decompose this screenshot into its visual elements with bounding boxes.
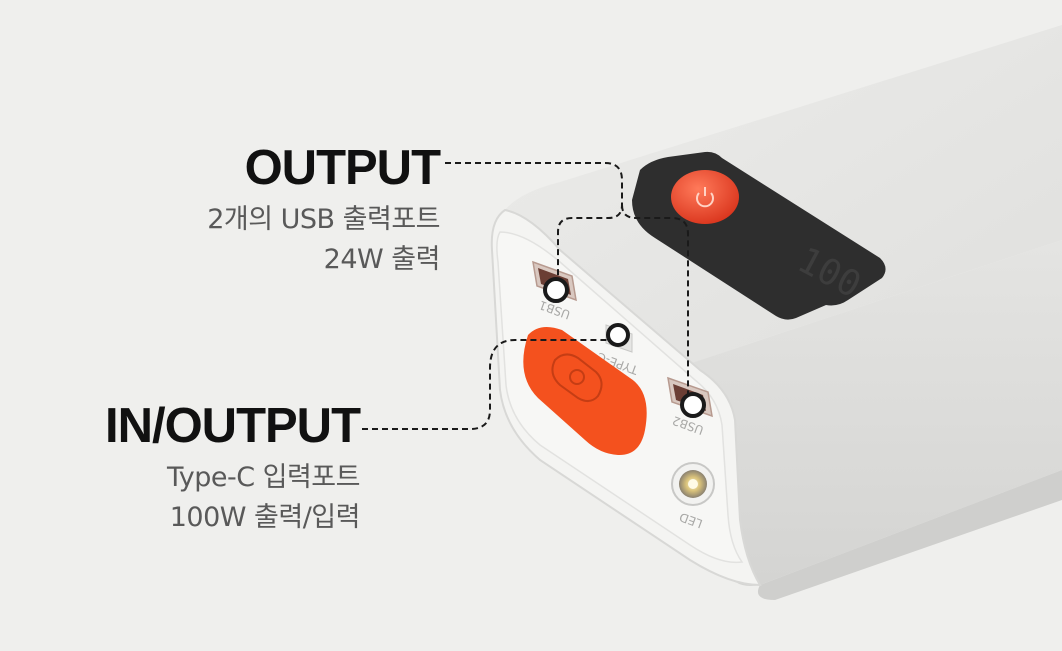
output-heading: OUTPUT [244, 141, 441, 195]
output-line-2: 24W 출력 [323, 244, 441, 275]
callout-inout-typec [362, 339, 612, 430]
power-button[interactable] [671, 170, 739, 224]
output-line-1: 2개의 USB 출력포트 [207, 204, 440, 235]
inout-line-1: Type-C 입력포트 [166, 462, 361, 493]
output-callout: OUTPUT 2개의 USB 출력포트 24W 출력 [120, 140, 441, 280]
port-cover[interactable] [523, 326, 647, 456]
callout-target-typec [606, 323, 630, 347]
power-icon [696, 187, 714, 208]
callout-output-usb1 [445, 162, 623, 288]
inout-callout: IN/OUTPUT Type-C 입력포트 100W 출력/입력 [60, 398, 361, 538]
device-side-surface [640, 240, 1062, 586]
callout-target-usb2 [680, 392, 706, 418]
callout-lines [362, 162, 689, 430]
inout-line-2: 100W 출력/입력 [169, 502, 361, 533]
inout-heading: IN/OUTPUT [104, 399, 361, 453]
led-light[interactable] [671, 462, 715, 506]
callout-target-usb1 [543, 277, 569, 303]
device-bottom-edge [757, 470, 1062, 600]
